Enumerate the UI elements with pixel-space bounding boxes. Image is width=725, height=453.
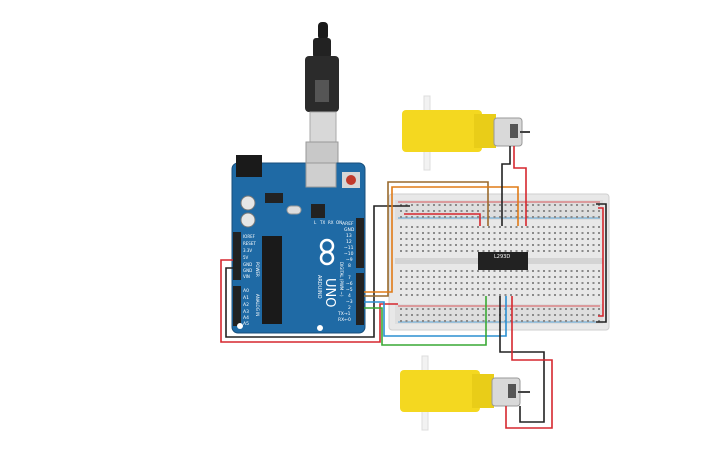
pin-label: 7 [348, 275, 351, 281]
pin-label: 13 [346, 233, 352, 239]
led-label: RX [328, 220, 334, 225]
pin-label: A5 [243, 321, 249, 327]
pin-label: ~6 [346, 281, 353, 287]
wire-green [364, 296, 487, 346]
dc-jack [236, 155, 262, 177]
power-header-label: POWER [255, 262, 260, 277]
breadboard-holes [400, 204, 600, 322]
motor-icon[interactable] [400, 355, 530, 431]
ic-chip-icon[interactable]: L293D [478, 252, 528, 270]
pin-label: IOREF [243, 234, 256, 239]
arduino-model: UNO [322, 278, 337, 307]
wire-red [404, 213, 481, 226]
pin-label: ~5 [346, 287, 353, 293]
pin-label: A1 [243, 295, 249, 301]
digital-top-labels: AREF GND 13 12 ~11 ~10 ~9 8 [342, 221, 355, 269]
pin-label: ~9 [346, 257, 353, 263]
power-labels: IOREF RESET 3.3V 5V GND GND VIN [243, 234, 256, 279]
breadboard-icon[interactable] [388, 193, 610, 331]
led-label: ON [336, 220, 342, 225]
wire-red [505, 296, 553, 429]
pin-label: A3 [243, 309, 249, 315]
pin-label: GND [344, 227, 355, 233]
pin-label: RX←0 [338, 317, 351, 323]
pin-label: AREF [342, 221, 354, 227]
pin-label: GND [243, 262, 252, 267]
pin-label: ~10 [344, 251, 354, 257]
pin-label: 4 [348, 293, 351, 299]
wire-red [220, 259, 398, 343]
wire-orange [364, 186, 519, 293]
pin-label: A0 [243, 288, 249, 294]
pin-label: GND [243, 268, 252, 273]
usb-cable-icon[interactable] [305, 22, 339, 187]
pin-label: 2 [348, 305, 351, 311]
usb-port [305, 162, 337, 188]
wire-brown [364, 181, 489, 297]
led-label: TX [319, 220, 325, 225]
wires[interactable] [220, 146, 607, 429]
motor-icon[interactable] [402, 95, 530, 171]
pin-label: 12 [346, 239, 352, 245]
digital-header-label: DIGITAL (PWM ~) [339, 262, 344, 297]
analog-labels: A0 A1 A2 A3 A4 A5 [243, 288, 249, 327]
pin-label: ~3 [346, 299, 353, 305]
arduino-logo [319, 238, 335, 266]
pin-label: 5V [243, 255, 249, 260]
pin-label: A4 [243, 315, 249, 321]
analog-header-label: ANALOG IN [255, 294, 260, 316]
wire-black [225, 205, 410, 338]
arduino-brand: ARDUINO [316, 275, 322, 299]
led-labels: L TX RX ON [314, 220, 342, 225]
pin-label: TX→1 [337, 311, 351, 317]
led-label: L [314, 220, 317, 225]
wire-red [598, 207, 604, 317]
atmega-chip [262, 236, 282, 324]
digital-bottom-labels: 7 ~6 ~5 4 ~3 2 TX→1 RX←0 [337, 275, 353, 323]
chip-label: L293D [494, 254, 510, 260]
pin-label: RESET [243, 241, 256, 246]
wire-blue [364, 296, 507, 337]
pin-label: 3.3V [243, 248, 252, 253]
pin-label: ~11 [344, 245, 354, 251]
wire-black [596, 203, 607, 323]
pin-label: A2 [243, 302, 249, 308]
wire-black [501, 146, 511, 226]
arduino-board[interactable]: ARDUINO UNO AREF GND 13 12 ~11 ~10 ~9 8 … [231, 155, 366, 334]
wire-black [499, 296, 545, 423]
reset-button[interactable] [346, 175, 356, 185]
pin-label: 8 [348, 263, 351, 269]
wire-red [513, 146, 527, 226]
pin-label: VIN [243, 274, 250, 279]
